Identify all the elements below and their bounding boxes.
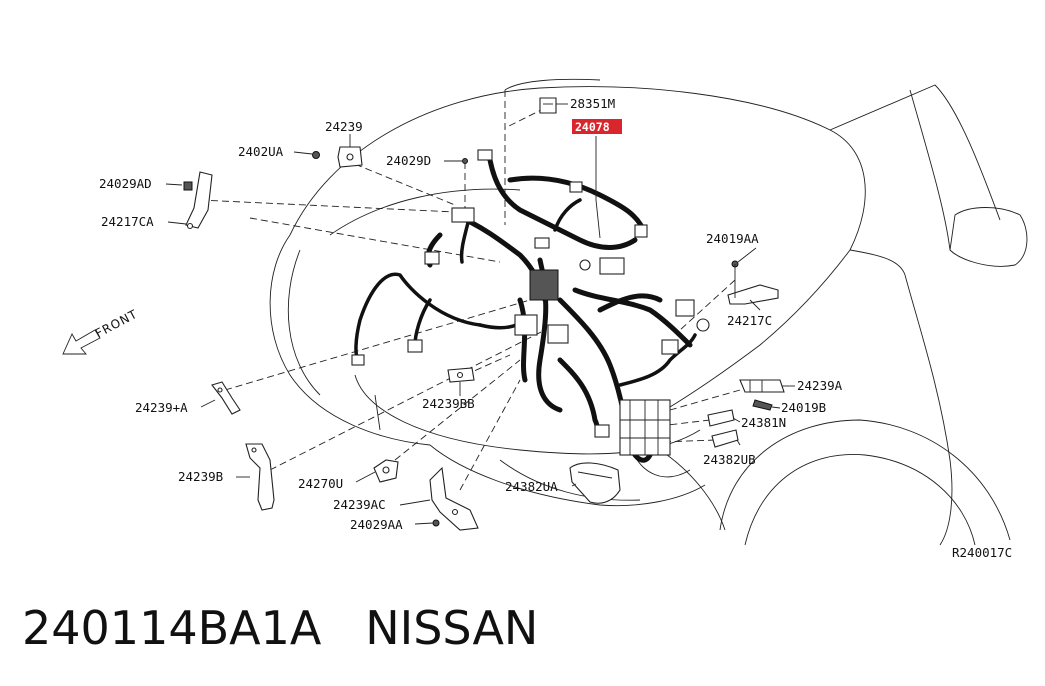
cover-24382UA: [569, 462, 621, 504]
car-body-outline: [269, 78, 1028, 546]
label-24239B: 24239B: [178, 469, 223, 484]
bracket-24239B: [245, 443, 275, 511]
label-24029AD: 24029AD: [99, 176, 152, 191]
label-24029AA: 24029AA: [350, 517, 403, 532]
clip-24029D: [462, 158, 468, 164]
bracket-24239: [337, 146, 363, 168]
clip-28351M: [539, 97, 557, 114]
label-leaders: [165, 103, 795, 525]
label-24382UB: 24382UB: [703, 452, 756, 467]
clip-24029AA: [432, 519, 440, 527]
front-label: FRONT: [93, 307, 140, 341]
label-24270U: 24270U: [298, 476, 343, 491]
label-24239: 24239: [325, 119, 363, 134]
connector-24270U: [373, 459, 399, 483]
label-24382UA: 24382UA: [505, 479, 558, 494]
highlighted-part-label: 24078: [575, 120, 610, 134]
label-24029D: 24029D: [386, 153, 431, 168]
part-24382UB: [711, 429, 739, 448]
bracket-24239A: [739, 379, 785, 393]
label-24019B: 24019B: [781, 400, 826, 415]
bracket-24217CA: [185, 171, 213, 230]
clip-24019B: [752, 399, 773, 411]
clip-2402UA: [312, 151, 320, 159]
clip-24029AD: [183, 181, 193, 191]
label-24217CA: 24217CA: [101, 214, 154, 229]
bracket-24239BB: [447, 367, 475, 383]
label-24381N: 24381N: [741, 415, 786, 430]
highlighted-part-box: [572, 119, 622, 134]
label-24239plusA: 24239+A: [135, 400, 188, 415]
label-28351M: 28351M: [570, 96, 615, 111]
part-24381N: [707, 409, 735, 427]
bracket-24239AC: [429, 466, 479, 531]
label-2402UA: 2402UA: [238, 144, 284, 159]
leader-lines: [199, 90, 741, 491]
label-24239BB: 24239BB: [422, 396, 475, 411]
front-arrow-icon: [62, 329, 101, 355]
bracket-24217C: [727, 283, 779, 305]
label-24239AC: 24239AC: [333, 497, 386, 512]
bracket-24239plusA: [211, 381, 241, 415]
label-24239A: 24239A: [797, 378, 843, 393]
part-number-caption: 240114BA1A NISSAN: [22, 601, 539, 655]
label-24019AA: 24019AA: [706, 231, 759, 246]
fuse-box: [619, 399, 671, 456]
diagram-reference: R240017C: [952, 545, 1012, 560]
harness-connectors: [351, 149, 710, 438]
clip-24019AA: [731, 260, 739, 283]
label-24217C: 24217C: [727, 313, 772, 328]
